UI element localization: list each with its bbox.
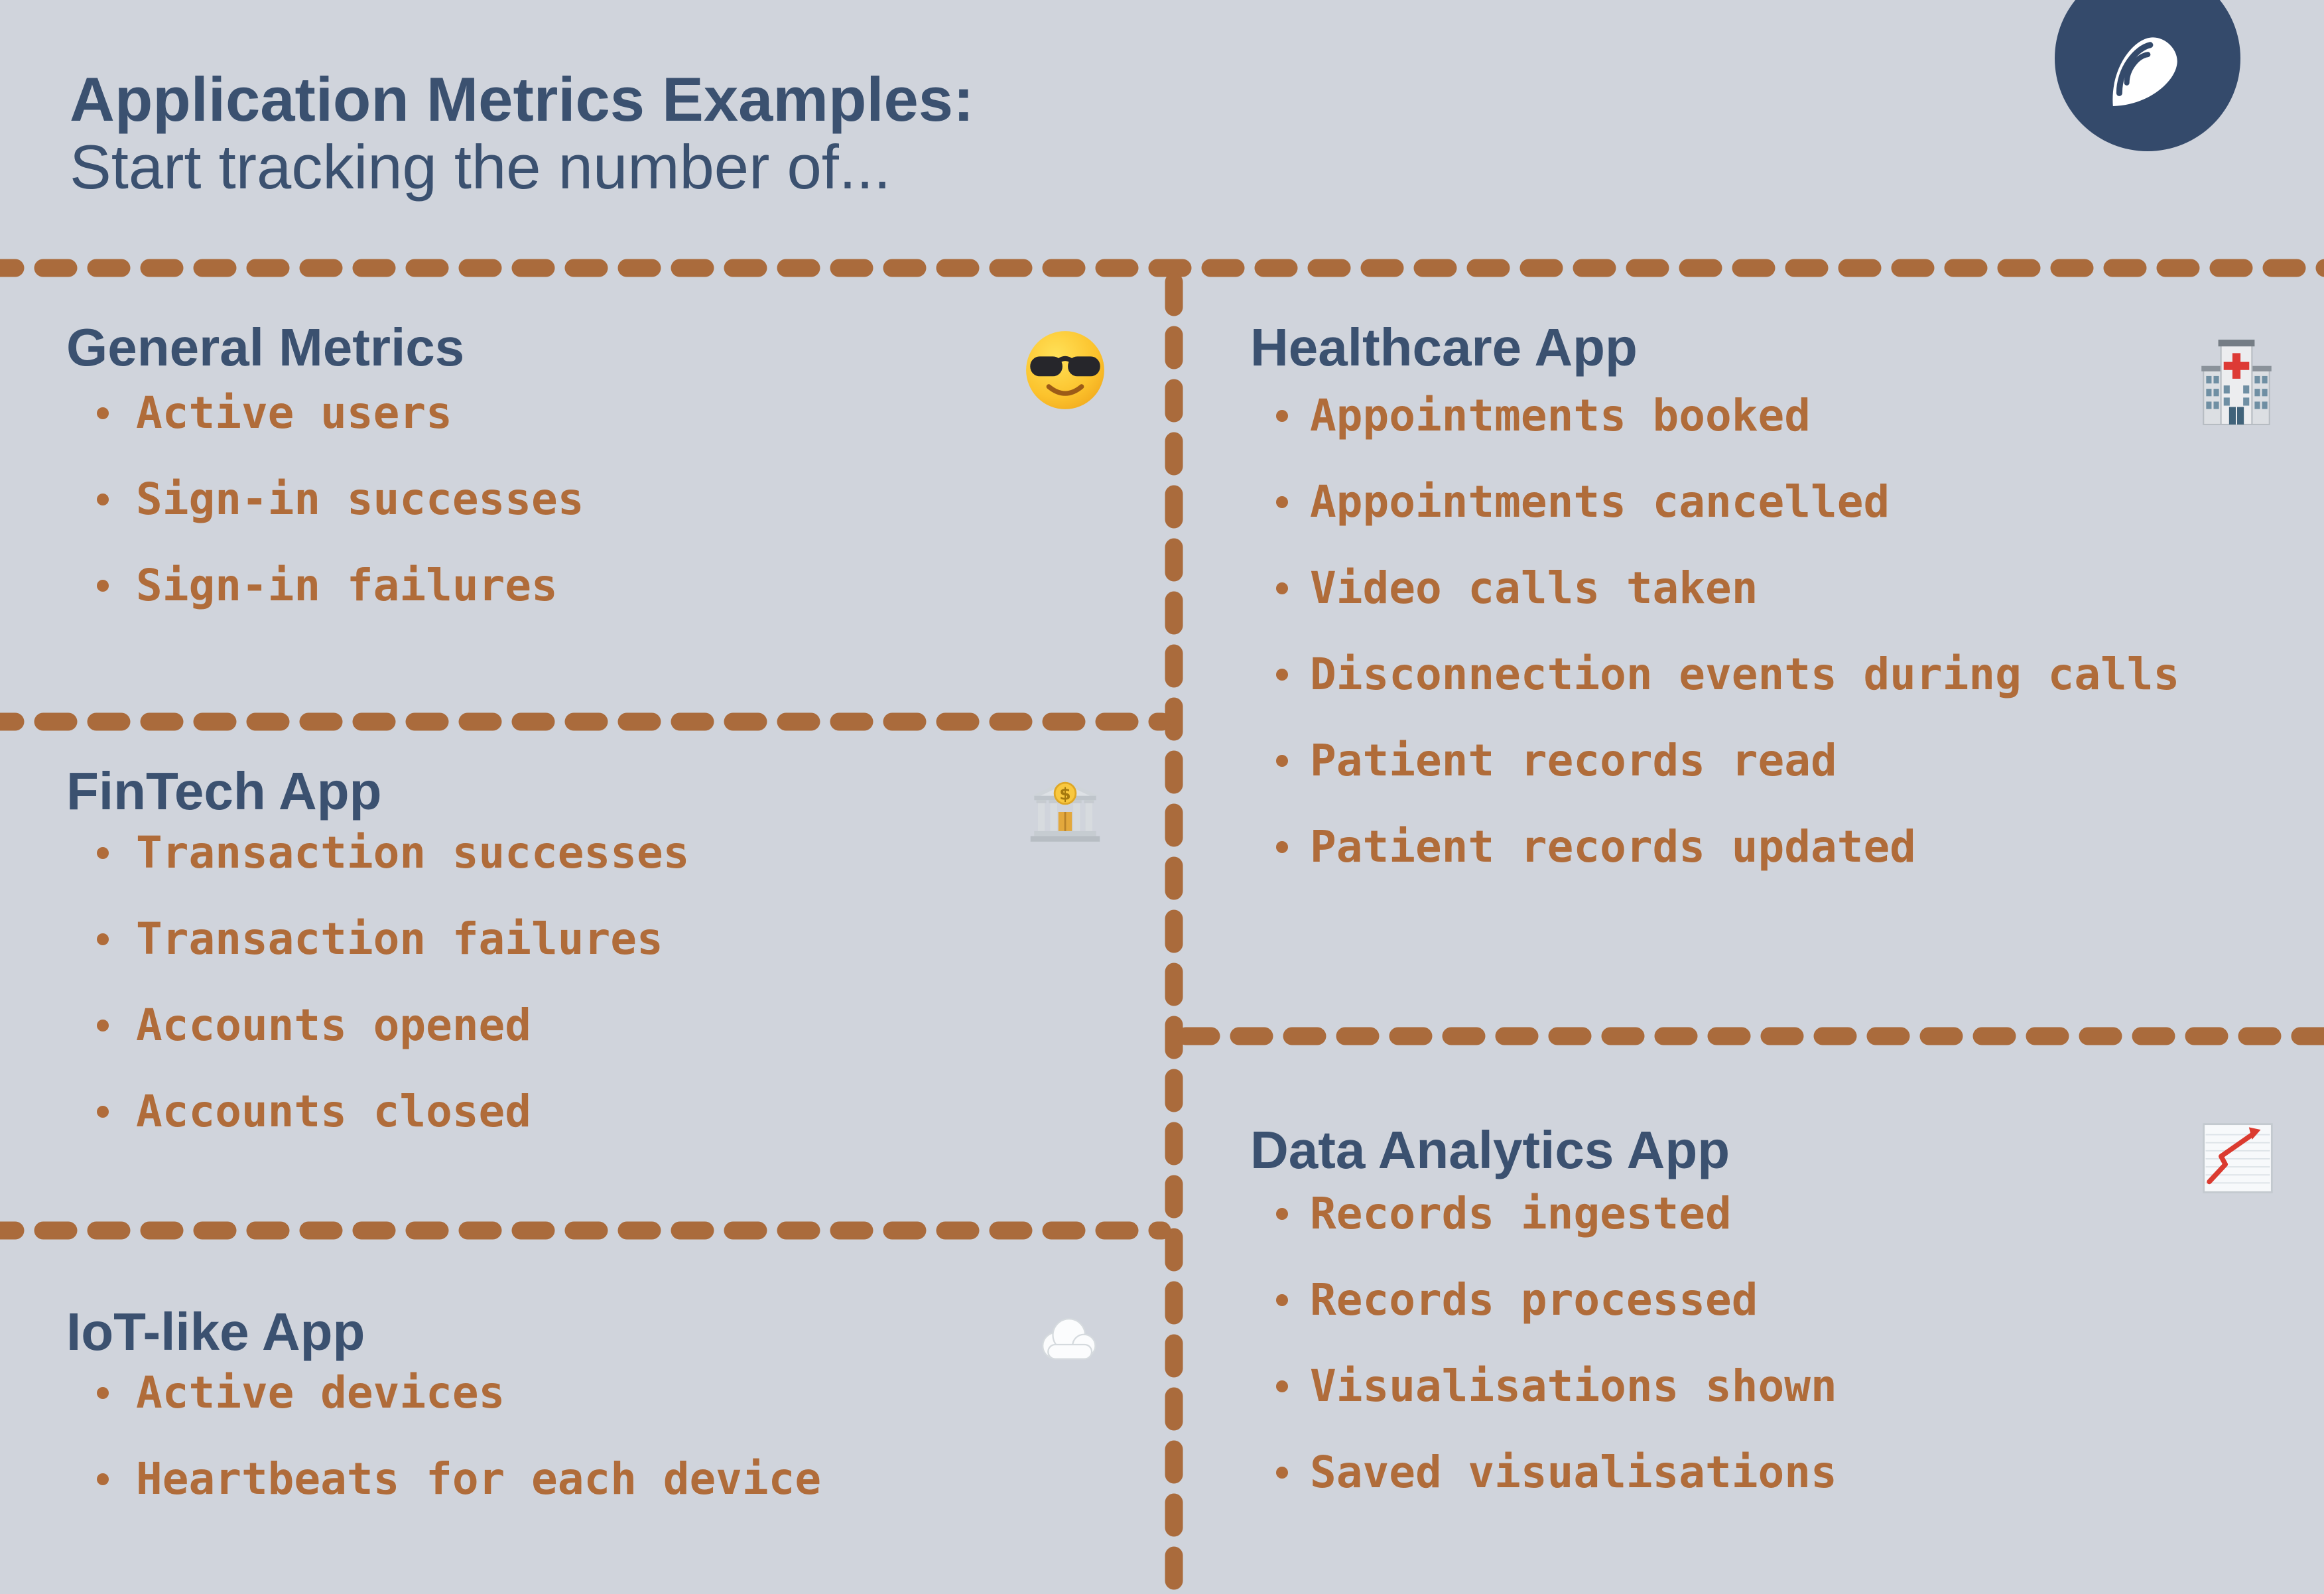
chart-increasing-icon: [2203, 1123, 2273, 1193]
list-item-text: Records ingested: [1310, 1188, 1732, 1239]
bullet-dot: [97, 1473, 109, 1485]
list-item-text: Accounts opened: [136, 1000, 532, 1051]
list-item-text: Appointments cancelled: [1310, 476, 1890, 527]
list-item: Active users: [66, 370, 584, 456]
list-item-text: Patient records read: [1310, 735, 1837, 786]
bullet-dot: [97, 1106, 109, 1118]
cloud-icon: [1042, 1318, 1096, 1360]
bullet-dot: [1276, 1208, 1288, 1220]
list-item: Patient records updated: [1250, 804, 2179, 890]
list-item: Video calls taken: [1250, 545, 2179, 631]
list-item: Accounts opened: [66, 982, 689, 1069]
bullet-dot: [1276, 1294, 1288, 1306]
bullet-dot: [97, 580, 109, 592]
bullet-dot: [97, 1020, 109, 1031]
page-subtitle: Start tracking the number of...: [70, 132, 891, 202]
svg-text:$: $: [1059, 784, 1071, 803]
bullet-dot: [97, 847, 109, 859]
list-item: Transaction failures: [66, 896, 689, 982]
list-item-text: Active devices: [136, 1367, 505, 1418]
section-heading-general-metrics: General Metrics: [66, 318, 465, 377]
section-heading-healthcare-app: Healthcare App: [1250, 318, 1638, 377]
bullet-dot: [97, 933, 109, 945]
hospital-icon: [2201, 340, 2272, 425]
list-item: Visualisations shown: [1250, 1343, 1837, 1429]
section-heading-iot-like-app: IoT-like App: [66, 1302, 365, 1361]
list-item: Patient records read: [1250, 718, 2179, 804]
list-item-text: Appointments booked: [1310, 390, 1811, 441]
bullet-dot: [97, 494, 109, 505]
list-item-text: Accounts closed: [136, 1086, 532, 1137]
bullet-dot: [1276, 496, 1288, 508]
bullet-dot: [1276, 755, 1288, 767]
list-item-text: Transaction successes: [136, 827, 690, 878]
list-item-text: Records processed: [1310, 1274, 1758, 1325]
list-item: Transaction successes: [66, 810, 689, 896]
list-item-text: Sign-in successes: [136, 474, 584, 525]
page-title: Application Metrics Examples:: [70, 64, 974, 134]
list-item: Heartbeats for each device: [66, 1436, 821, 1522]
list-item: Appointments cancelled: [1250, 459, 2179, 545]
list-item: Accounts closed: [66, 1069, 689, 1155]
list-item: Records processed: [1250, 1257, 1837, 1343]
section-heading-fintech-app: FinTech App: [66, 762, 382, 821]
list-item: Records ingested: [1250, 1171, 1837, 1257]
section-heading-data-analytics-app: Data Analytics App: [1250, 1120, 1730, 1179]
list-item: Appointments booked: [1250, 373, 2179, 459]
list-item-text: Saved visualisations: [1310, 1447, 1837, 1498]
bullet-dot: [97, 1387, 109, 1399]
list-item: Sign-in failures: [66, 543, 584, 629]
list-item: Sign-in successes: [66, 456, 584, 543]
list-item: Active devices: [66, 1350, 821, 1436]
list-item-text: Heartbeats for each device: [136, 1453, 822, 1504]
list-item-text: Active users: [136, 387, 452, 438]
bullet-dot: [97, 407, 109, 419]
list-item-text: Video calls taken: [1310, 563, 1758, 614]
bullet-dot: [1276, 841, 1288, 853]
bullet-dot: [1276, 410, 1288, 422]
bullet-dot: [1276, 669, 1288, 681]
bullet-dot: [1276, 1467, 1288, 1479]
list-item-text: Visualisations shown: [1310, 1361, 1837, 1412]
bullet-dot: [1276, 1380, 1288, 1392]
list-item-text: Disconnection events during calls: [1310, 649, 2180, 700]
list-item-text: Patient records updated: [1310, 821, 1916, 872]
list-item: Saved visualisations: [1250, 1429, 1837, 1516]
bullet-dot: [1276, 582, 1288, 594]
list-item-text: Transaction failures: [136, 913, 663, 964]
list-item: Disconnection events during calls: [1250, 631, 2179, 718]
smiling-face-with-sunglasses-icon: [1026, 331, 1104, 409]
list-item-text: Sign-in failures: [136, 560, 558, 611]
bank-icon: $: [1030, 779, 1100, 842]
shell-logo-icon: [2055, 0, 2240, 151]
